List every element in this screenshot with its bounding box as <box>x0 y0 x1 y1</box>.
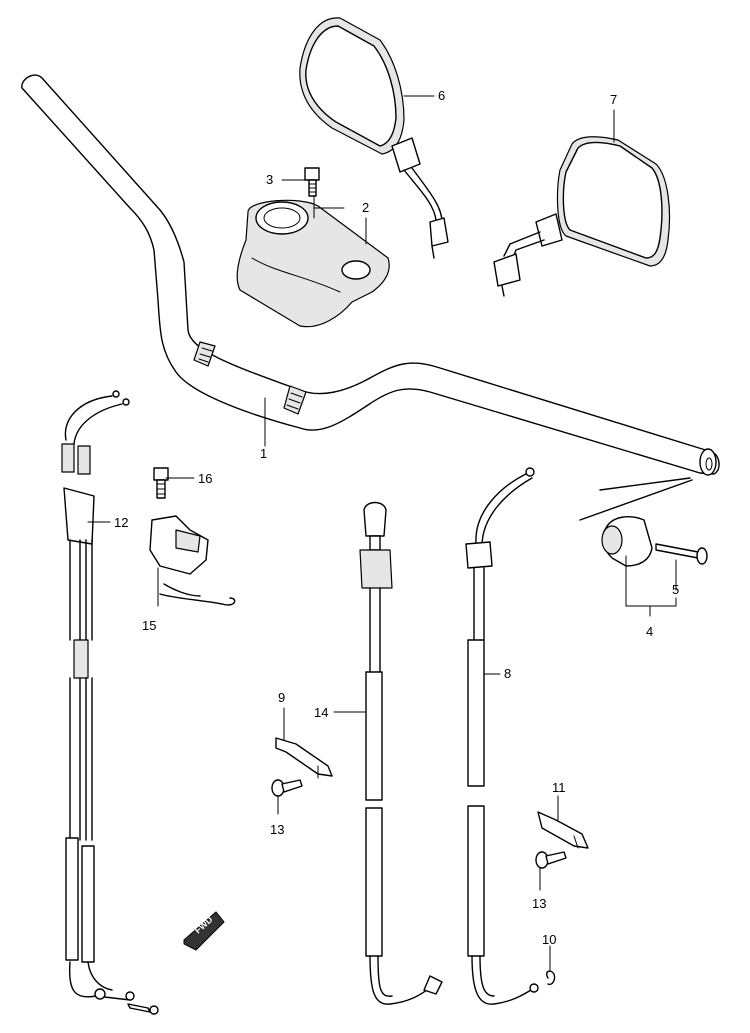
handlebar-holder[interactable] <box>236 199 390 328</box>
choke-cable[interactable] <box>465 467 539 1005</box>
left-mirror[interactable] <box>299 17 449 259</box>
callout-12: 12 <box>114 515 128 530</box>
cable-clamp-9[interactable] <box>275 737 333 779</box>
callout-3: 3 <box>266 172 273 187</box>
cable-clamp-11[interactable] <box>537 811 589 849</box>
clamp-screw-lower[interactable] <box>535 851 567 869</box>
holder-bolt[interactable] <box>304 167 320 197</box>
leader-lines <box>87 95 677 971</box>
callout-1: 1 <box>260 446 267 461</box>
callout-5: 5 <box>672 582 679 597</box>
callout-2: 2 <box>362 200 369 215</box>
callout-16: 16 <box>198 471 212 486</box>
callout-10: 10 <box>542 932 556 947</box>
balancer-screw[interactable] <box>655 543 708 565</box>
callout-13-lower: 13 <box>532 896 546 911</box>
callout-4: 4 <box>646 624 653 639</box>
throttle-cable-assy[interactable] <box>61 390 159 1015</box>
right-mirror[interactable] <box>493 136 671 297</box>
handlebar[interactable] <box>21 74 720 476</box>
balancer-weight[interactable] <box>579 477 693 567</box>
callout-13-upper: 13 <box>270 822 284 837</box>
bracket-bolt[interactable] <box>153 467 169 499</box>
cable-clip[interactable] <box>545 970 556 986</box>
forward-direction-badge: FWD <box>183 911 225 951</box>
callout-6: 6 <box>438 88 445 103</box>
callout-15: 15 <box>142 618 156 633</box>
cable-bracket[interactable] <box>149 515 236 606</box>
callout-14: 14 <box>314 705 328 720</box>
clutch-cable[interactable] <box>359 501 443 1005</box>
callout-9: 9 <box>278 690 285 705</box>
callout-7: 7 <box>610 92 617 107</box>
callout-11: 11 <box>552 780 566 795</box>
callout-8: 8 <box>504 666 511 681</box>
clamp-screw-upper[interactable] <box>271 779 303 797</box>
